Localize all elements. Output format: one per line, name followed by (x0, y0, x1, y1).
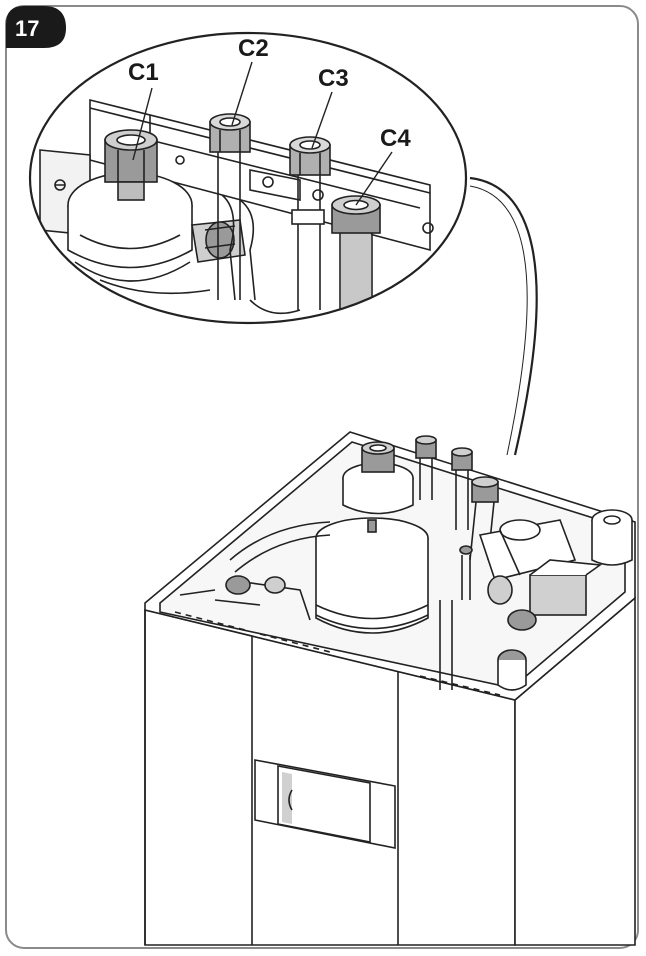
zoom-connector-line-inner (469, 185, 528, 456)
top-fittings (415, 435, 499, 561)
fitting-c3 (289, 136, 331, 225)
leader-c2 (231, 61, 253, 126)
zoom-connector-line (469, 176, 538, 456)
zoom-detail (28, 31, 468, 325)
fitting-c1 (104, 129, 158, 201)
circulator-pump (342, 441, 414, 515)
heat-pump-unit (144, 431, 636, 946)
top-right-cylinder (591, 509, 633, 566)
leader-c1 (132, 87, 153, 161)
callout-c1: C1 (128, 59, 159, 86)
valve-lower-right (439, 545, 537, 691)
fitting-c4 (331, 195, 381, 234)
callout-c4: C4 (380, 125, 411, 152)
callout-leaders (132, 61, 393, 206)
leader-c4 (355, 151, 393, 206)
step-number: 17 (15, 16, 39, 41)
fitting-c2 (209, 113, 251, 153)
step-badge: 17 (6, 6, 66, 48)
control-panel-window (254, 759, 396, 849)
leader-c3 (311, 91, 333, 149)
pipe-assembly-left (179, 521, 331, 621)
callout-c3: C3 (318, 65, 349, 92)
expansion-tank (315, 517, 429, 634)
callout-c2: C2 (238, 35, 269, 62)
motor-unit (478, 519, 603, 616)
